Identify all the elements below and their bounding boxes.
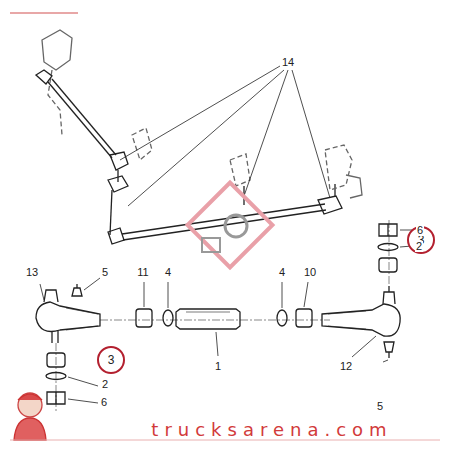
callout-number: 5 bbox=[101, 267, 109, 278]
callout-circle: 3 bbox=[97, 346, 125, 374]
callout-number: 13 bbox=[25, 267, 39, 278]
callout-number: 6 bbox=[416, 225, 424, 236]
callout-number: 3 bbox=[108, 353, 115, 367]
callout-number: 6 bbox=[100, 397, 108, 408]
callout-number: 1 bbox=[214, 361, 222, 372]
callout-number: 4 bbox=[164, 267, 172, 278]
callout-number: 10 bbox=[303, 267, 317, 278]
watermark: trucksarena.com bbox=[150, 421, 393, 439]
callout-number: 14 bbox=[281, 57, 295, 68]
callout-number: 4 bbox=[278, 267, 286, 278]
callout-number: 2 bbox=[415, 241, 423, 252]
callout-number: 12 bbox=[339, 361, 353, 372]
callout-number: 11 bbox=[136, 267, 149, 278]
callout-number: 2 bbox=[101, 379, 109, 390]
callout-number: 5 bbox=[376, 401, 384, 412]
